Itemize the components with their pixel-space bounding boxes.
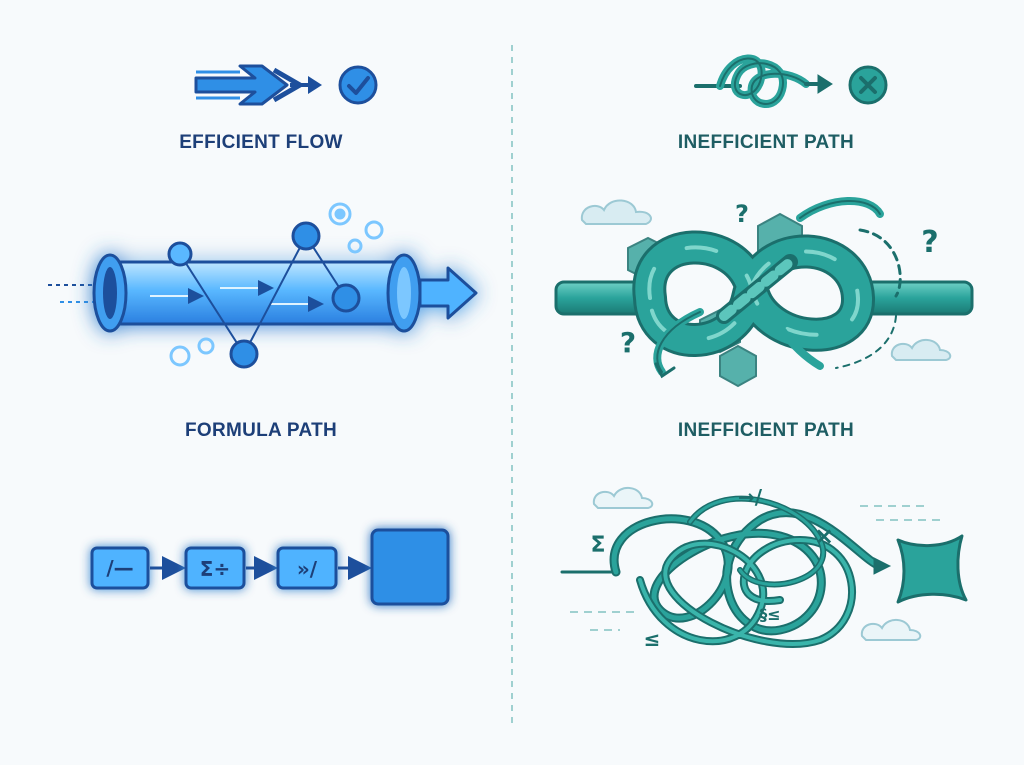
- mixed-symbol-2: §≤: [759, 605, 780, 624]
- formula-streaks: [46, 514, 350, 630]
- label-efficient-flow: EFFICIENT FLOW: [179, 132, 343, 153]
- question-mark-1: ?: [735, 200, 749, 228]
- formula-result-block: [370, 528, 450, 606]
- label-inefficient-path-top: INEFFICIENT PATH: [677, 132, 855, 153]
- x-circle-icon: [848, 65, 888, 105]
- tangled-lines: [560, 495, 892, 648]
- efficient-pipe: [92, 253, 478, 333]
- formula-step-1: [90, 546, 150, 590]
- formula-step-3: [276, 546, 338, 590]
- efficient-arrow-icon: [194, 64, 322, 106]
- gear-icon: [169, 202, 384, 367]
- formula-step-2-symbol: Σ÷: [200, 557, 230, 581]
- knotted-pipe: [554, 197, 974, 379]
- check-circle-icon: [338, 65, 378, 105]
- sigma-symbol: Σ: [590, 533, 605, 558]
- label-formula-path: FORMULA PATH: [184, 420, 338, 441]
- label-inefficient-path-bottom: INEFFICIENT PATH: [677, 420, 855, 441]
- inefficient-result-star: [896, 534, 968, 604]
- cloud-icon: [580, 199, 952, 361]
- slash-ops-symbol: →/: [738, 485, 763, 509]
- formula-step-2: [184, 546, 246, 590]
- formula-step-3-symbol: »/: [297, 557, 318, 581]
- times-symbol: ×: [814, 522, 834, 550]
- node-network: [167, 221, 361, 369]
- tangled-arrow-icon: [694, 54, 833, 108]
- faint-dash-lines: [570, 505, 940, 631]
- cloud-icon-bottom: [592, 487, 922, 641]
- formula-step-1-symbol: /—: [106, 556, 133, 580]
- question-mark-3: ?: [620, 326, 636, 359]
- question-mark-2: ?: [921, 225, 938, 260]
- mixed-symbol-1: ≤: [644, 627, 661, 651]
